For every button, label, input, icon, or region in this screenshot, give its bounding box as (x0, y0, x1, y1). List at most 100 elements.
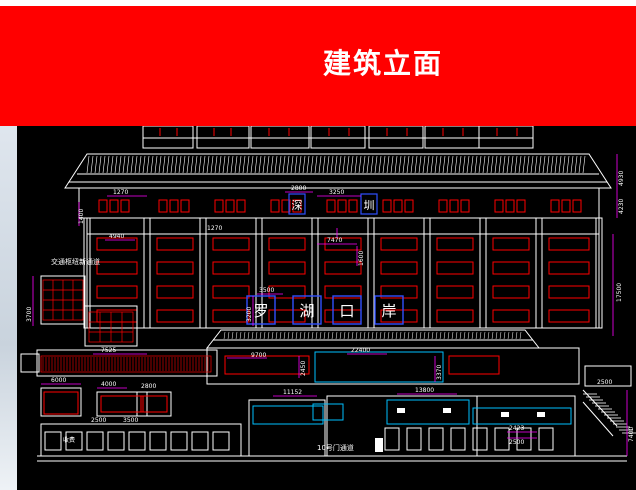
canopy-tile-line (343, 331, 346, 340)
roof-tile-line (86, 155, 90, 174)
canopy-tile-line (327, 331, 330, 340)
roof-tile-line (422, 155, 426, 174)
roof-tile-line (222, 155, 226, 174)
roof-tile-line (538, 155, 542, 174)
roof-tile-line (478, 155, 482, 174)
roof-tile-line (578, 155, 582, 174)
gate-label: 10号门通道 (317, 443, 354, 452)
roof-tile-line (106, 155, 110, 174)
roof-tile-line (542, 155, 546, 174)
elevation-svg: 深 圳 罗 湖 口 岸 (20, 126, 636, 462)
canopy-tile-line (451, 331, 454, 340)
booth (384, 427, 400, 451)
main-roof (64, 153, 612, 189)
facade-window (212, 309, 250, 323)
dim-3500b: 3500 (123, 417, 138, 424)
canopy-tile-line (459, 331, 462, 340)
upper-window (550, 199, 560, 213)
roof-tile-line (506, 155, 510, 174)
upper-window (98, 199, 108, 213)
pillar (199, 217, 207, 329)
booth (191, 431, 209, 451)
canopy-tile-line (227, 331, 230, 340)
roof-tile-line (214, 155, 218, 174)
roof-tile-line (554, 155, 558, 174)
roof-tile-line (486, 155, 490, 174)
canopy-tile-line (475, 331, 478, 340)
roof-tile-line (446, 155, 450, 174)
canopy-tile-line (495, 331, 498, 340)
roof-tile-line (154, 155, 158, 174)
canopy-tile-line (419, 331, 422, 340)
pillar (143, 217, 151, 329)
dim-17500: 17500 (616, 283, 623, 302)
facade-window (380, 261, 418, 275)
facade-window (212, 261, 250, 275)
canopy-tile-line (267, 331, 270, 340)
upper-window (404, 199, 414, 213)
facade-window (324, 261, 362, 275)
roof-tile-line (438, 155, 442, 174)
canopy-tile-line (339, 331, 342, 340)
booth (170, 431, 188, 451)
roof-tile-line (274, 155, 278, 174)
dim-2800b: 2800 (141, 383, 156, 390)
main-sign (246, 295, 404, 325)
roof-tile-line (182, 155, 186, 174)
roof-tile-line (494, 155, 498, 174)
roof-tile-line (342, 155, 346, 174)
facade-window (436, 237, 474, 251)
upper-window (180, 199, 190, 213)
facade-window (380, 309, 418, 323)
roof-tile-line (514, 155, 518, 174)
canopy-tile-line (511, 331, 514, 340)
roof-tile-line (158, 155, 162, 174)
roof-tile-line (358, 155, 362, 174)
upper-window (292, 199, 302, 213)
roof-tile-line (194, 155, 198, 174)
upper-window (438, 199, 448, 213)
dim-1270b: 1270 (207, 225, 222, 232)
roof-tile-line (126, 155, 130, 174)
facade-window (492, 309, 530, 323)
dim-4230: 4230 (618, 199, 625, 214)
roof-tile-line (142, 155, 146, 174)
canopy-tile-line (487, 331, 490, 340)
canopy-tile-line (263, 331, 266, 340)
page-title: 建筑立面 (322, 47, 443, 80)
roof-tile-line (258, 155, 262, 174)
canopy-tile-line (247, 331, 250, 340)
dim-3700: 3700 (26, 307, 33, 322)
roof-tile-line (250, 155, 254, 174)
roof-tile-line (582, 155, 586, 174)
canopy-tile-line (347, 331, 350, 340)
booth (406, 427, 422, 451)
booth (128, 431, 146, 451)
booth (86, 431, 104, 451)
dim-11152: 11152 (283, 389, 302, 396)
roof-tile-line (206, 155, 210, 174)
canopy-tile-line (415, 331, 418, 340)
upper-windows (98, 199, 582, 213)
sign-char-3: 口 (339, 302, 354, 320)
roof-tile-line (310, 155, 314, 174)
roof-tile-line (458, 155, 462, 174)
roof-tile-line (574, 155, 578, 174)
facade-window (212, 237, 250, 251)
dim-2500: 2500 (91, 417, 106, 424)
roof-tile-line (174, 155, 178, 174)
roof-tile-line (294, 155, 298, 174)
upper-window (382, 199, 392, 213)
roof-tile-line (558, 155, 562, 174)
roof-tile-line (298, 155, 302, 174)
facade-window (436, 261, 474, 275)
canopy-tile-line (503, 331, 506, 340)
facade-window (268, 237, 306, 251)
upper-window (326, 199, 336, 213)
roof-tile-line (498, 155, 502, 174)
roof-tile-line (522, 155, 526, 174)
upper-window (109, 199, 119, 213)
background-photo-strip (0, 126, 17, 490)
dim-1270a: 1270 (113, 189, 128, 196)
facade-window (324, 285, 362, 299)
